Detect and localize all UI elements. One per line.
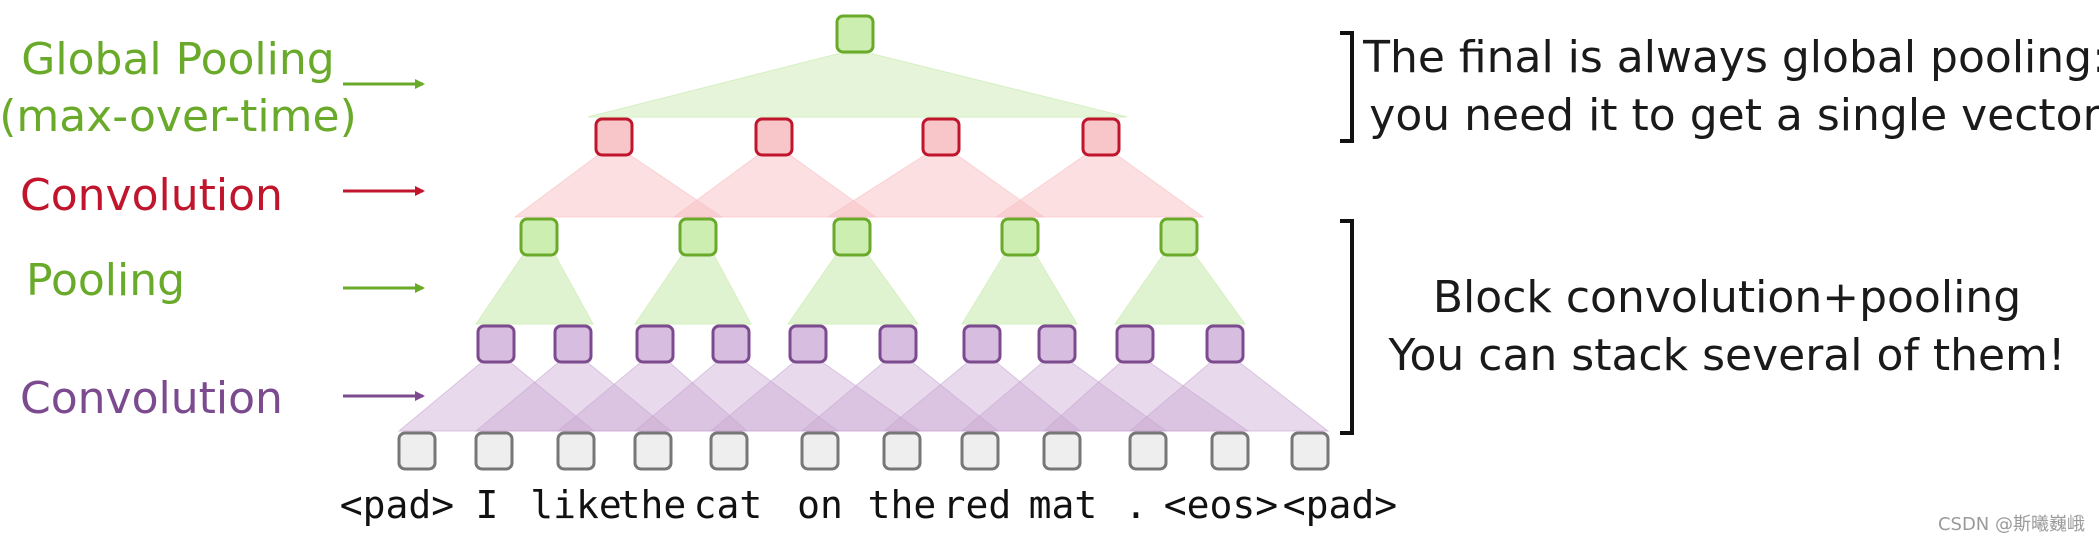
pooling-node — [1000, 217, 1040, 257]
token-label: cat — [694, 483, 763, 527]
token-label: on — [797, 483, 843, 527]
token-node — [474, 431, 514, 471]
watermark: CSDN @斯曦巍峨 — [1938, 514, 2085, 535]
bracket-block — [1340, 219, 1354, 435]
convolution-top-node — [921, 117, 961, 157]
convolution-node — [962, 324, 1002, 364]
pooling-node — [1159, 217, 1199, 257]
pooling-field — [961, 254, 1078, 325]
token-label: mat — [1029, 483, 1098, 527]
token-node — [1290, 431, 1330, 471]
convolution-node — [553, 324, 593, 364]
convolution-top-node — [594, 117, 634, 157]
pooling-receptive-fields — [475, 254, 1246, 325]
note-block-line1: Block convolution+pooling — [1433, 272, 2021, 323]
note-global-line2: you need it to get a single vector — [1369, 90, 2099, 141]
token-label: red — [943, 483, 1012, 527]
token-node — [1210, 431, 1250, 471]
global-pooling-vector-node — [835, 14, 875, 54]
pooling-field — [475, 254, 594, 325]
convolution-node — [476, 324, 516, 364]
token-label: like — [530, 483, 622, 527]
pooling-node — [519, 217, 559, 257]
convolution-node — [878, 324, 918, 364]
token-node — [960, 431, 1000, 471]
convolution-receptive-fields — [397, 361, 1330, 432]
convolution-node — [1037, 324, 1077, 364]
convolution-node — [635, 324, 675, 364]
convolution-node — [788, 324, 828, 364]
label-max-over-time: (max-over-time) — [0, 91, 357, 142]
pooling-node — [832, 217, 872, 257]
convolution-top-field — [994, 154, 1205, 218]
token-node — [556, 431, 596, 471]
global-pooling-node — [835, 14, 875, 54]
pooling-node — [678, 217, 718, 257]
token-node — [709, 431, 749, 471]
convolution-top-node — [1081, 117, 1121, 157]
pooling-field — [1114, 254, 1246, 325]
global-pooling-receptive-field — [587, 53, 1128, 118]
token-node — [633, 431, 673, 471]
convolution-nodes — [476, 324, 1245, 364]
label-convolution-top: Convolution — [20, 170, 283, 221]
note-global-line1: The final is always global pooling: — [1362, 32, 2099, 83]
convolution-top-receptive-fields — [513, 154, 1205, 218]
pooling-field — [787, 254, 919, 325]
convolution-node — [711, 324, 751, 364]
label-global-pooling: Global Pooling — [21, 34, 334, 85]
pooling-field — [634, 254, 752, 325]
token-label: <eos> — [1164, 483, 1278, 527]
convolution-node — [1205, 324, 1245, 364]
token-label: the — [868, 483, 937, 527]
convolution-top-nodes — [594, 117, 1121, 157]
pooling-nodes — [519, 217, 1199, 257]
convolution-top-node — [754, 117, 794, 157]
label-convolution-bottom: Convolution — [20, 373, 283, 424]
token-node — [397, 431, 437, 471]
token-label: I — [476, 483, 499, 527]
token-label: <pad> — [1283, 483, 1397, 527]
convolution-node — [1115, 324, 1155, 364]
note-block-line2: You can stack several of them! — [1387, 330, 2065, 381]
bracket-global — [1340, 31, 1354, 143]
token-node — [1128, 431, 1168, 471]
input-token-nodes — [397, 431, 1330, 471]
token-label: <pad> — [340, 483, 454, 527]
token-node — [800, 431, 840, 471]
token-label: the — [618, 483, 687, 527]
label-pooling: Pooling — [26, 255, 185, 306]
global-pooling-field — [587, 53, 1128, 118]
token-node — [882, 431, 922, 471]
token-label: . — [1125, 483, 1148, 527]
token-node — [1042, 431, 1082, 471]
